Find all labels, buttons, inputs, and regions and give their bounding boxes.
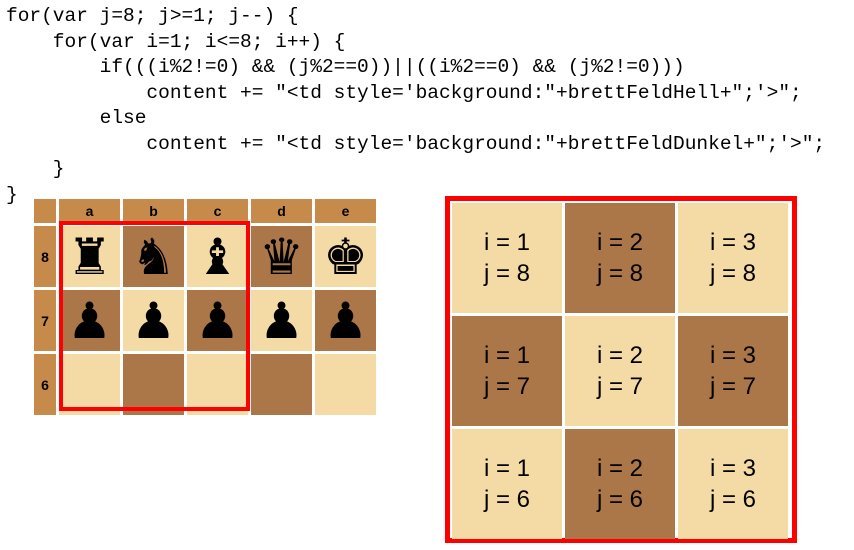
i-value: i = 3: [709, 455, 757, 482]
pawn-icon: ♟: [323, 291, 368, 350]
pawn-icon: ♟: [195, 291, 240, 350]
j-value: j = 6: [596, 486, 644, 513]
pawn-icon: ♟: [67, 291, 112, 350]
code-line: }: [6, 183, 18, 206]
queen-icon: ♛: [259, 227, 304, 286]
grid-cell: i = 2 j = 7: [565, 316, 675, 426]
row-label: 8: [34, 226, 56, 287]
board-square: ♟: [315, 290, 376, 351]
board-square: [251, 354, 312, 415]
code-line: for(var j=8; j>=1; j--) {: [6, 5, 299, 27]
code-line: if(((i%2!=0) && (j%2==0))||((i%2==0) && …: [6, 56, 685, 78]
board-square: ♛: [251, 226, 312, 287]
code-line: content += "<td style='background:"+bret…: [6, 81, 802, 104]
board-square: ♟: [59, 290, 120, 351]
column-label: e: [315, 199, 376, 223]
grid-cell: i = 1 j = 8: [452, 203, 562, 313]
loop-index-grid: i = 1 j = 8 i = 2 j = 8 i = 3 j = 8 i = 1 j = 7…: [445, 196, 797, 543]
pawn-icon: ♟: [131, 291, 176, 350]
bishop-icon: ♝: [195, 227, 240, 286]
board-square: ♝: [187, 226, 248, 287]
board-square: [315, 354, 376, 415]
row-label: 6: [34, 354, 56, 415]
row-label: 7: [34, 290, 56, 351]
column-label: d: [251, 199, 312, 223]
board-square: ♚: [315, 226, 376, 287]
grid-cell: i = 2 j = 6: [565, 429, 675, 539]
code-line: }: [6, 158, 65, 180]
j-value: j = 8: [596, 260, 644, 287]
column-label: a: [59, 199, 120, 223]
knight-icon: ♞: [131, 227, 176, 286]
rook-icon: ♜: [67, 227, 112, 286]
column-label: b: [123, 199, 184, 223]
grid-cell: i = 3 j = 8: [678, 203, 788, 313]
code-line: else: [6, 107, 147, 129]
board-square: [187, 354, 248, 415]
i-value: i = 3: [709, 342, 757, 369]
j-value: j = 7: [596, 373, 644, 400]
board-square: ♞: [123, 226, 184, 287]
grid-cell: i = 1 j = 7: [452, 316, 562, 426]
pawn-icon: ♟: [259, 291, 304, 350]
board-square: ♟: [123, 290, 184, 351]
i-value: i = 3: [709, 229, 757, 256]
highlight-frame: [59, 221, 250, 411]
i-value: i = 1: [483, 342, 531, 369]
board-square: ♜: [59, 226, 120, 287]
i-value: i = 2: [596, 342, 644, 369]
i-value: i = 2: [596, 455, 644, 482]
grid-cell: i = 2 j = 8: [565, 203, 675, 313]
grid-cell: i = 1 j = 6: [452, 429, 562, 539]
code-line: for(var i=1; i<=8; i++) {: [6, 30, 346, 53]
board-square: [59, 354, 120, 415]
i-value: i = 1: [483, 229, 531, 256]
j-value: j = 6: [709, 486, 757, 513]
board-square: [123, 354, 184, 415]
j-value: j = 8: [483, 260, 531, 287]
column-label: c: [187, 199, 248, 223]
j-value: j = 7: [709, 373, 757, 400]
j-value: j = 8: [709, 260, 757, 287]
i-value: i = 1: [483, 455, 531, 482]
board-square: ♟: [251, 290, 312, 351]
grid-cell: i = 3 j = 7: [678, 316, 788, 426]
code-snippet: for(var j=8; j>=1; j--) { for(var i=1; i…: [6, 4, 825, 208]
j-value: j = 6: [483, 486, 531, 513]
j-value: j = 7: [483, 373, 531, 400]
i-value: i = 2: [596, 229, 644, 256]
board-corner: [34, 199, 56, 223]
king-icon: ♚: [323, 227, 368, 286]
grid-cell: i = 3 j = 6: [678, 429, 788, 539]
code-line: content += "<td style='background:"+bret…: [6, 132, 826, 155]
board-square: ♟: [187, 290, 248, 351]
